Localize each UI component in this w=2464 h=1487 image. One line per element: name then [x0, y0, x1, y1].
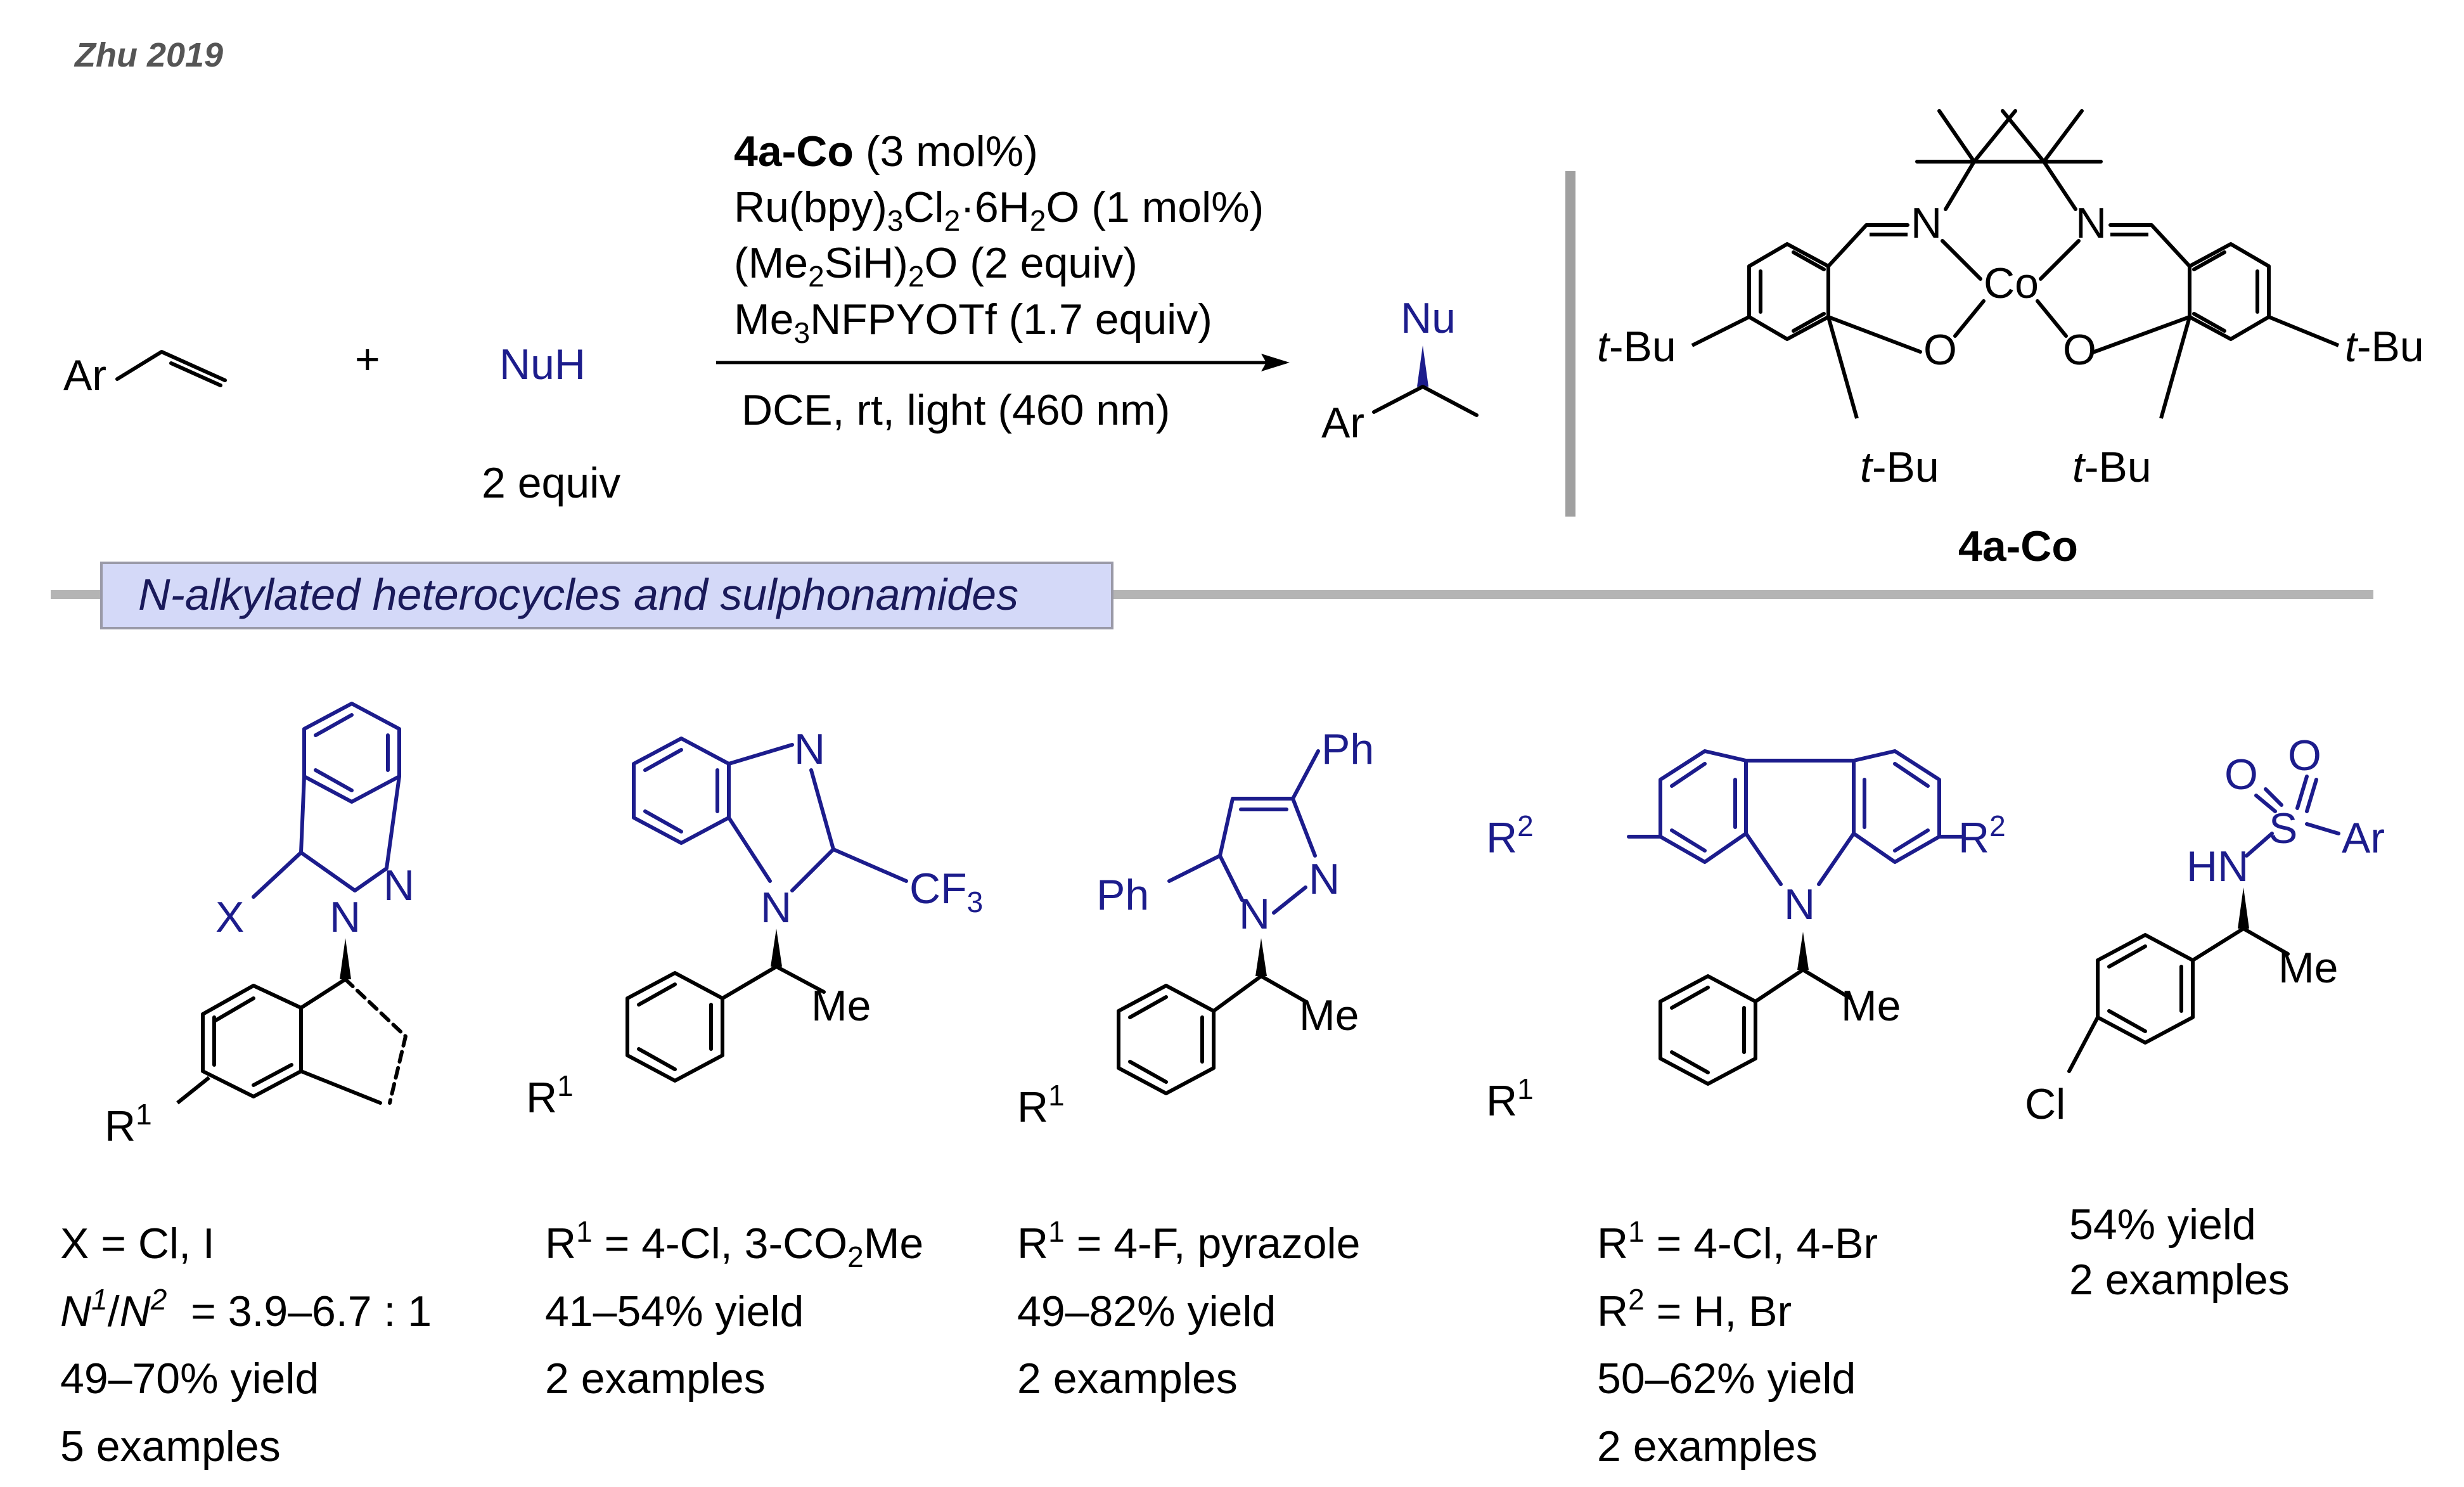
product-1-structure: N N X R1 — [105, 702, 414, 1150]
conditions-line-1: 4a-Co (3 mol%) — [734, 127, 1038, 176]
caption-product-3: R1 = 4-F, pyrazole 49–82% yield 2 exampl… — [1017, 1215, 1360, 1403]
catalyst-tbu-lower-left: t-Bu — [1860, 443, 1939, 491]
conditions-line-3: (Me2SiH)2O (2 equiv) — [734, 239, 1138, 293]
svg-text:49–82% yield: 49–82% yield — [1017, 1287, 1276, 1336]
p4-r1: R1 — [1486, 1072, 1534, 1125]
svg-text:R2 = H, Br: R2 = H, Br — [1597, 1283, 1792, 1336]
p5-o-left: O — [2224, 750, 2258, 799]
catalyst-tbu-lower-right: t-Bu — [2072, 443, 2152, 491]
p4-r2-right: R2 — [1958, 809, 2006, 862]
catalyst-metal: Co — [1984, 259, 2039, 307]
svg-text:X = Cl, I: X = Cl, I — [60, 1220, 215, 1268]
svg-text:R1 = 4-Cl, 3-CO2Me: R1 = 4-Cl, 3-CO2Me — [545, 1215, 923, 1273]
p1-n1: N — [330, 893, 361, 941]
caption-product-4: R1 = 4-Cl, 4-Br R2 = H, Br 50–62% yield … — [1597, 1215, 1878, 1471]
conditions-line-2: Ru(bpy)3Cl2·6H2O (1 mol%) — [734, 183, 1264, 237]
p1-r: R1 — [105, 1098, 152, 1150]
p3-ph-left: Ph — [1096, 871, 1149, 919]
catalyst-tbu-right: t-Bu — [2345, 323, 2424, 371]
product-nu: Nu — [1401, 294, 1456, 342]
p5-cl: Cl — [2025, 1080, 2065, 1128]
p4-r2-left: R2 — [1486, 809, 1534, 862]
product-3-structure: Ph N N Ph Me R1 — [1017, 725, 1374, 1131]
p3-me: Me — [1299, 991, 1359, 1040]
p5-hn: HN — [2186, 842, 2249, 891]
section-banner-label: N-alkylated heterocycles and sulphonamid… — [138, 570, 1018, 619]
p5-ar: Ar — [2342, 814, 2385, 862]
catalyst-structure: N N Co O O t-Bu t-Bu t-Bu t-Bu — [1597, 109, 2424, 491]
product-2-structure: N N CF3 Me R1 — [526, 725, 983, 1122]
svg-text:49–70% yield: 49–70% yield — [60, 1355, 319, 1403]
catalyst-tbu-left: t-Bu — [1597, 323, 1676, 371]
catalyst-label: 4a-Co — [1958, 522, 2078, 570]
catalyst-n-left: N — [1911, 199, 1942, 247]
svg-text:2 examples: 2 examples — [1597, 1422, 1818, 1471]
p4-me: Me — [1841, 982, 1901, 1030]
p2-n1: N — [760, 884, 792, 932]
p5-me: Me — [2278, 944, 2338, 992]
p2-me: Me — [811, 982, 871, 1030]
header-label: Zhu 2019 — [74, 36, 223, 74]
p4-n: N — [1784, 880, 1815, 929]
svg-text:41–54% yield: 41–54% yield — [545, 1287, 804, 1336]
caption-product-1: X = Cl, I N1/N2 = 3.9–6.7 : 1 49–70% yie… — [60, 1220, 432, 1471]
p2-r: R1 — [526, 1069, 574, 1122]
catalyst-n-right: N — [2076, 199, 2107, 247]
reaction-arrow — [716, 354, 1290, 371]
product-ar: Ar — [1321, 399, 1364, 447]
catalyst-o-left: O — [1923, 326, 1957, 374]
caption-product-2: R1 = 4-Cl, 3-CO2Me 41–54% yield 2 exampl… — [545, 1215, 923, 1403]
svg-text:2 examples: 2 examples — [545, 1355, 766, 1403]
svg-text:R1 = 4-Cl, 4-Br: R1 = 4-Cl, 4-Br — [1597, 1215, 1878, 1268]
conditions-line-4: Me3NFPYOTf (1.7 equiv) — [734, 295, 1212, 349]
p5-o-right: O — [2288, 731, 2321, 780]
product-4-structure: N R2 R2 Me R1 — [1486, 749, 2006, 1125]
svg-text:2 examples: 2 examples — [2069, 1256, 2290, 1304]
svg-text:50–62% yield: 50–62% yield — [1597, 1355, 1856, 1403]
svg-text:5 examples: 5 examples — [60, 1422, 281, 1471]
substrate-ar: Ar — [63, 351, 106, 399]
p3-n1: N — [1239, 890, 1270, 938]
substrate-styrene: Ar — [63, 350, 227, 399]
section-banner — [100, 562, 1113, 629]
p3-r: R1 — [1017, 1079, 1065, 1131]
p1-n2: N — [383, 861, 414, 910]
p3-n2: N — [1309, 855, 1340, 903]
nucleophile-equiv: 2 equiv — [482, 459, 620, 507]
catalyst-o-right: O — [2063, 326, 2096, 374]
nucleophile-nuh: NuH — [499, 340, 586, 389]
svg-text:2 examples: 2 examples — [1017, 1355, 1238, 1403]
svg-text:N1/N2 = 3.9–6.7 : 1: N1/N2 = 3.9–6.7 : 1 — [60, 1283, 432, 1336]
plus-sign: + — [355, 335, 380, 383]
p3-ph-top: Ph — [1321, 725, 1374, 773]
svg-text:54% yield: 54% yield — [2069, 1201, 2256, 1249]
product-structure: Nu Ar — [1321, 294, 1479, 447]
p2-cf3: CF3 — [909, 865, 983, 918]
conditions-below-arrow: DCE, rt, light (460 nm) — [741, 386, 1170, 434]
caption-product-5: 54% yield 2 examples — [2069, 1201, 2290, 1304]
p2-n3: N — [794, 725, 825, 773]
svg-text:R1 = 4-F, pyrazole: R1 = 4-F, pyrazole — [1017, 1215, 1360, 1268]
p1-x: X — [215, 893, 244, 941]
product-5-structure: O O S Ar HN Me Cl — [2025, 731, 2385, 1128]
